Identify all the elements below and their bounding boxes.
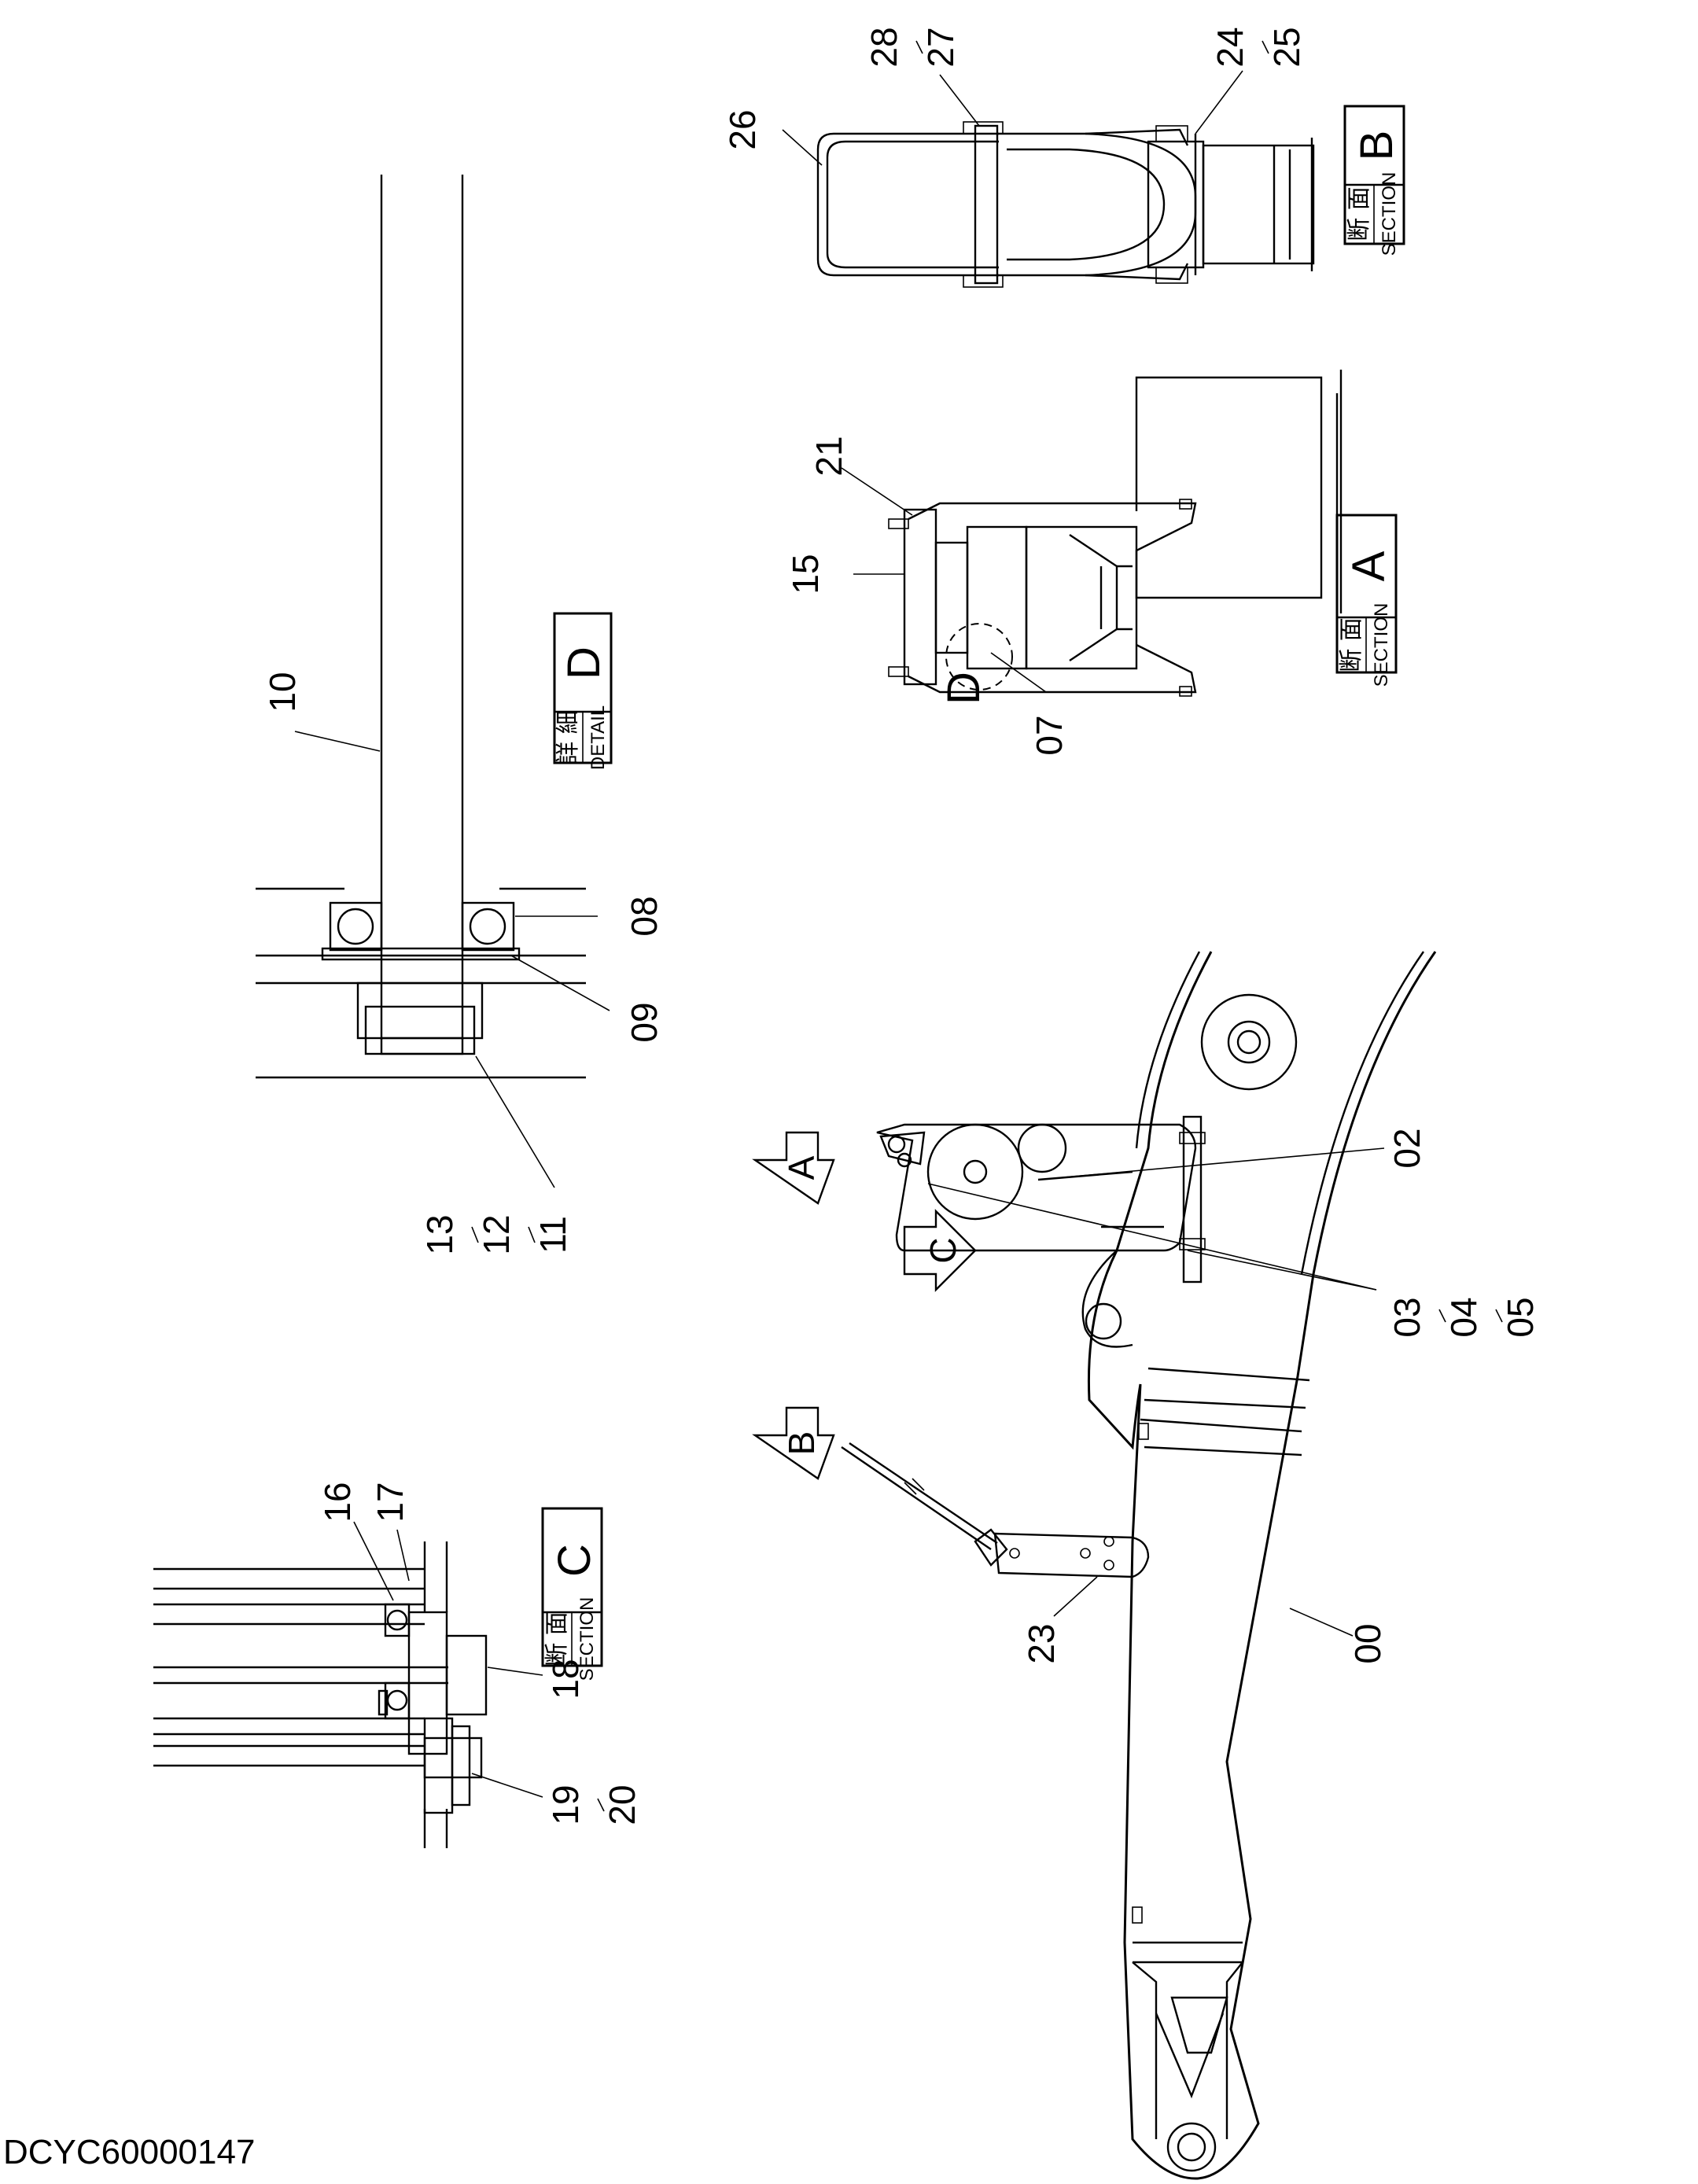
section-a-letter: A: [1343, 551, 1394, 581]
section-c-label: 断 面 SECTION C: [541, 1507, 603, 1681]
section-c-letter: C: [549, 1544, 600, 1577]
section-c-leaders: [353, 1521, 543, 1798]
view-arrow-b: B: [752, 1406, 835, 1480]
section-a-label: 断 面 SECTION A: [1335, 514, 1398, 687]
callout-23: 23: [1021, 1623, 1062, 1663]
callout-02: 02: [1387, 1128, 1427, 1168]
section-b-letter: B: [1351, 131, 1402, 161]
boom-stay: [841, 1442, 1150, 1578]
callout-25: 25: [1266, 27, 1307, 67]
callout-13: 13: [419, 1214, 460, 1254]
section-a-en: SECTION: [1371, 603, 1392, 687]
callout-00: 00: [1347, 1623, 1388, 1663]
callout-05: 05: [1500, 1297, 1541, 1337]
boom-outline: [1081, 951, 1437, 2180]
section-b-drawing: [816, 121, 1315, 288]
callout-27: 27: [920, 27, 961, 67]
section-c-drawing: [153, 1541, 488, 1848]
section-b-en: SECTION: [1379, 172, 1400, 256]
callout-20: 20: [602, 1784, 643, 1825]
section-b-label: 断 面 SECTION B: [1343, 105, 1405, 256]
callout-26: 26: [722, 109, 763, 149]
detail-d-drawing: [256, 175, 586, 1079]
callout-12: 12: [476, 1214, 517, 1254]
callout-09: 09: [624, 1002, 665, 1042]
section-a-jp: 断 面: [1338, 617, 1365, 672]
callout-07: 07: [1029, 715, 1070, 755]
callout-17: 17: [370, 1482, 411, 1522]
section-c-en: SECTION: [576, 1597, 598, 1681]
section-b-leaders: [782, 70, 1243, 166]
svg-text:A: A: [781, 1155, 822, 1180]
callout-15: 15: [785, 554, 826, 594]
view-arrow-a: A: [752, 1131, 835, 1205]
callout-21: 21: [808, 436, 849, 476]
callout-11: 11: [532, 1216, 573, 1254]
callout-19: 19: [545, 1784, 586, 1825]
detail-d-leaders: [294, 731, 610, 1188]
callout-08: 08: [624, 896, 665, 936]
section-c-jp: 断 面: [543, 1611, 571, 1667]
detail-d-letter: D: [558, 646, 610, 680]
section-b-jp: 断 面: [1346, 186, 1373, 241]
detail-d-label: 詳 細 DETAIL D: [553, 612, 613, 770]
boom-leaders: [927, 1147, 1385, 1637]
svg-text:C: C: [923, 1237, 963, 1263]
callout-16: 16: [317, 1482, 358, 1522]
callout-28: 28: [864, 27, 904, 67]
callout-04: 04: [1443, 1297, 1484, 1337]
drawing-code: DCYC60000147: [3, 2133, 256, 2171]
view-arrow-c: C: [903, 1209, 977, 1292]
callout-03: 03: [1387, 1297, 1427, 1337]
boom-bracket: [876, 1115, 1206, 1284]
section-a-leaders: [841, 467, 1047, 693]
callout-24: 24: [1210, 27, 1250, 67]
detail-d-jp: 詳 細: [554, 710, 582, 765]
section-a-drawing: [888, 370, 1343, 697]
detail-marker-d: D: [938, 672, 989, 705]
svg-text:B: B: [781, 1431, 822, 1456]
callout-10: 10: [262, 672, 303, 712]
detail-d-en: DETAIL: [587, 705, 609, 770]
